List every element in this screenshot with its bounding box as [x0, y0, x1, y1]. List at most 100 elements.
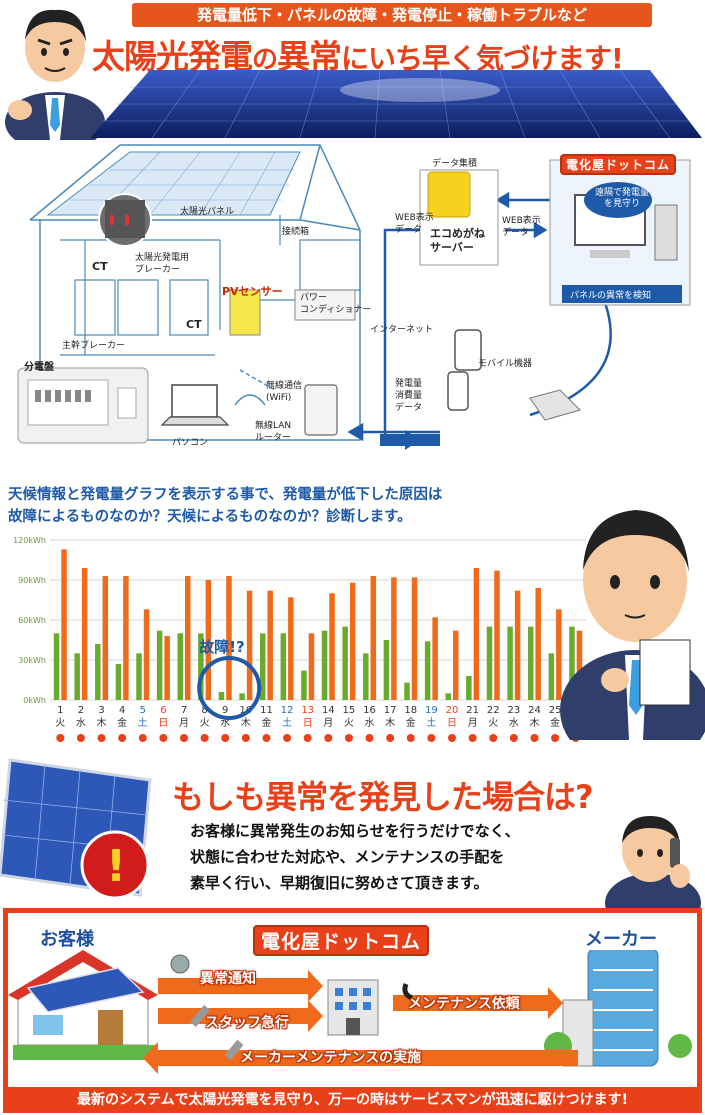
chart-bar-orange [370, 576, 377, 700]
label-pv-sensor: PVセンサー [222, 285, 283, 298]
chart-weather-icon [406, 734, 415, 742]
pv-sensor-device [229, 289, 261, 336]
chart-y-tick: 60kWh [18, 616, 46, 625]
businessman-on-phone [605, 816, 701, 908]
chart-weekday-tick: 水 [365, 717, 375, 729]
chart-x-tick: 4 [119, 705, 125, 716]
chart-bar-green [280, 633, 287, 700]
title-part-3: 異常 [277, 37, 342, 76]
label-ct-2: CT [186, 318, 202, 331]
label-junction-box: 接続箱 [282, 227, 310, 237]
header-banner: 発電量低下・パネルの故障・発電停止・稼働トラブルなど 太陽光発電の異常にいち早く… [0, 0, 705, 140]
chart-x-tick: 9 [222, 705, 228, 716]
chart-weather-icon [200, 734, 209, 742]
chart-x-tick: 24 [528, 705, 541, 716]
chart-x-tick: 7 [181, 705, 187, 716]
chart-bar-green [115, 664, 122, 700]
diagram-brand-logo: 電化屋ドットコム [560, 154, 677, 175]
label-web-display-data-1: WEB表示 データ [395, 213, 434, 235]
chart-bar-green [239, 693, 245, 700]
chart-x-tick: 10 [239, 705, 252, 716]
chart-weather-icon [468, 734, 477, 742]
label-lan-router: 無線LAN ルーター [255, 421, 292, 443]
chart-weather-icon [283, 734, 292, 742]
chart-weather-icon [76, 734, 85, 742]
chart-bar-green [136, 653, 142, 700]
chart-x-tick: 11 [260, 705, 273, 716]
chart-bar-green [507, 626, 513, 700]
chart-x-tick: 23 [507, 705, 520, 716]
chart-bar-green [53, 633, 60, 700]
chart-bar-orange [308, 633, 315, 700]
chart-weather-icon [159, 734, 168, 742]
alert-line-2: 状態に合わせた対応や、メンテナンスの手配を [190, 848, 505, 866]
chart-y-tick: 0kWh [23, 696, 46, 705]
label-generation-data: 発電量 消費量 データ [395, 379, 423, 413]
chart-x-tick: 2 [78, 705, 84, 716]
chart-bar-orange [81, 568, 88, 700]
chart-weather-icon [180, 734, 188, 742]
chart-weather-icon [262, 734, 271, 742]
chart-y-tick: 30kWh [18, 656, 46, 665]
chart-x-tick: 8 [201, 705, 207, 716]
chart-bar-green [259, 633, 266, 700]
flow-maker-heading: メーカー [585, 929, 657, 950]
chart-weekday-tick: 日 [158, 718, 168, 729]
chart-weekday-tick: 木 [529, 717, 539, 729]
chart-x-tick: 6 [160, 705, 166, 716]
label-detect-anomaly: パネルの異常を検知 [570, 291, 652, 301]
flow-footer: 最新のシステムで太陽光発電を見守り、万一の時はサービスマンが迅速に駆けつけます! [3, 1087, 702, 1113]
solar-panel-banner [90, 70, 702, 138]
title-part-1: 太陽光発電 [92, 37, 253, 76]
label-main-breaker: 主幹ブレーカー [62, 341, 126, 351]
chart-weather-icon [530, 734, 539, 742]
chart-weather-icon [303, 734, 312, 742]
flow-label-anomaly-notice: 異常通知 [200, 971, 256, 987]
diagram-drawing [17, 144, 691, 450]
chart-bar-orange [226, 576, 232, 700]
chart-weather-icon [386, 734, 395, 742]
chart-x-tick: 12 [281, 705, 294, 716]
subtitle-bar: 発電量低下・パネルの故障・発電停止・稼働トラブルなど [132, 3, 652, 27]
chart-weather-icon [344, 734, 353, 742]
chart-failure-circle [197, 656, 262, 720]
chart-weekday-tick: 土 [426, 716, 436, 729]
chart-weather-icon [97, 734, 106, 742]
chart-bar-orange [288, 597, 294, 700]
chart-bar-green [198, 633, 204, 700]
chart-bar-orange [514, 590, 521, 700]
chart-bar-orange [411, 577, 418, 700]
chart-bar-green [383, 640, 390, 700]
chart-weekday-tick: 金 [550, 716, 560, 729]
chart-bar-green [466, 676, 472, 700]
flow-illustration [8, 950, 692, 1074]
chart-bar-green [486, 626, 493, 700]
chart-weekday-tick: 日 [447, 718, 457, 729]
flow-label-maker-maintenance: メーカーメンテナンスの実施 [240, 1050, 422, 1066]
label-ct-1: CT [92, 260, 108, 273]
chart-x-tick: 1 [57, 705, 63, 716]
chart-weather-icon [489, 734, 498, 742]
chart-weather-icon [221, 734, 230, 742]
chart-x-tick: 18 [404, 705, 417, 716]
chart-x-tick: 20 [446, 705, 459, 716]
chart-caption-line-2: 故障によるものなのか？天候によるものなのか？診断します。 [8, 509, 412, 525]
chart-weather-icon [365, 734, 374, 742]
chart-bar-green [218, 692, 225, 700]
chart-weekday-tick: 木 [97, 717, 107, 729]
chart-weekday-tick: 木 [241, 717, 251, 729]
chart-x-tick: 21 [466, 705, 479, 716]
chart-weather-icon [118, 734, 127, 742]
chart-y-tick: 120kWh [13, 536, 46, 545]
chart-x-tick: 13 [301, 705, 314, 716]
chart-bar-orange [535, 588, 541, 700]
chart-bar-green [342, 626, 348, 700]
alert-line-3: 素早く行い、早期復旧に努めさて頂きます。 [190, 874, 489, 892]
chart-bar-green [445, 693, 451, 700]
chart-bar-green [301, 670, 307, 700]
chart-weekday-tick: 金 [261, 716, 271, 729]
chart-weather-icon [324, 734, 333, 742]
chart-x-tick: 22 [487, 705, 500, 716]
chart-weekday-tick: 火 [488, 717, 498, 729]
chart-weekday-tick: 水 [220, 717, 230, 729]
